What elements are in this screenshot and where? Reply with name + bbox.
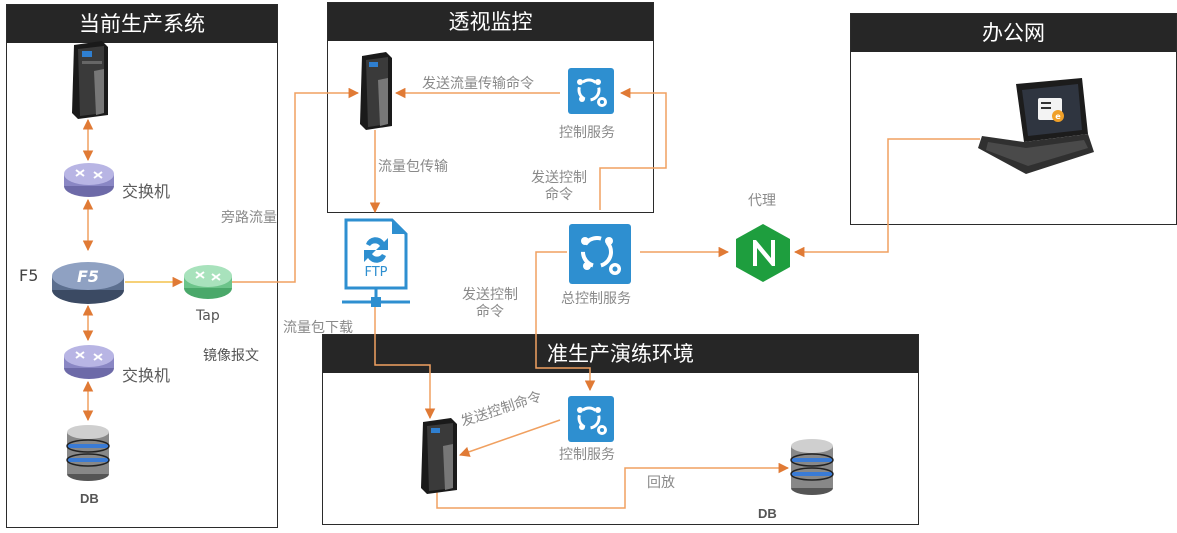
svg-text:F5: F5 [77,267,99,286]
send-control-cmd-1-label: 发送控制 命令 [524,170,594,204]
db-production-icon [65,422,111,486]
control-service-drill-icon [568,396,614,446]
production-server-icon [68,41,112,123]
switch-bottom-icon [62,342,116,386]
send-control-cmd-2-label: 发送控制 命令 [455,287,525,321]
proxy-label: 代理 [748,193,776,209]
mirror-packet-label: 镜像报文 [203,348,259,364]
send-traffic-cmd-label: 发送流量传输命令 [422,76,534,92]
ftp-icon: FTP [340,218,412,312]
office-panel: 办公网 [850,13,1177,225]
send-control-cmd-2-text: 发送控制 命令 [462,287,518,320]
tap-label: Tap [196,308,220,324]
monitor-panel-title: 透视监控 [328,3,653,41]
production-panel: 当前生产系统 [6,4,278,528]
bypass-traffic-label: 旁路流量 [221,210,277,226]
switch-top-label: 交换机 [122,182,171,201]
switch-top-icon [62,160,116,204]
master-control-service-icon [569,224,631,288]
master-control-service-label: 总控制服务 [561,291,631,307]
line-tap-monitor [232,87,360,283]
line-ftp-drill [374,306,436,420]
switch-bottom-label: 交换机 [122,366,171,385]
drill-panel-title: 准生产演练环境 [323,335,918,373]
replay-label: 回放 [647,475,675,491]
control-service-monitor-label: 控制服务 [559,125,615,141]
db-drill-icon [789,436,835,500]
monitor-server-icon [356,52,396,134]
ftp-text: FTP [364,265,387,280]
control-service-monitor-icon [568,68,614,118]
line-laptop-nginx [793,138,980,258]
tap-icon [182,260,234,306]
laptop-icon: e [978,78,1096,178]
line-master-drillctl [535,251,596,392]
office-panel-title: 办公网 [851,14,1176,52]
line-replay [436,462,790,509]
db-drill-label: DB [758,506,777,521]
packet-transfer-label: 流量包传输 [378,159,448,175]
drill-server-icon [417,418,461,498]
nginx-icon [733,222,793,288]
db-production-label: DB [80,491,99,506]
line-master-monitorctl [599,87,667,210]
send-control-cmd-1-text: 发送控制 命令 [531,170,587,203]
svg-text:e: e [1055,112,1061,121]
f5-label: F5 [19,266,39,285]
production-panel-title: 当前生产系统 [7,5,277,43]
f5-icon: F5 [50,252,126,312]
packet-download-label: 流量包下载 [283,320,353,336]
control-service-drill-label: 控制服务 [559,447,615,463]
line-drillctl-server [459,419,561,457]
drill-panel: 准生产演练环境 [322,334,919,525]
